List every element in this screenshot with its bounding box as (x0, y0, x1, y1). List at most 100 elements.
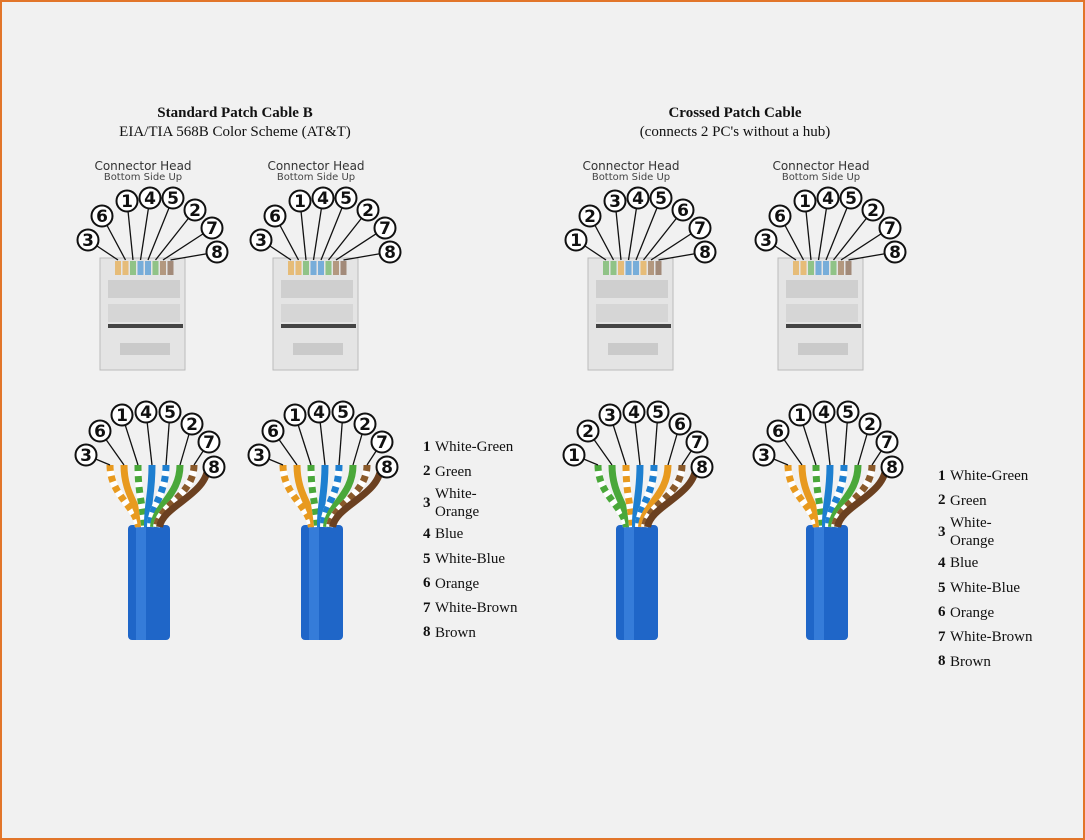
connector-pin (618, 261, 624, 275)
connector-pin (145, 261, 151, 275)
pin-label-circle (334, 186, 358, 210)
pin-label-circle (649, 186, 673, 210)
pin-number: 1 (121, 192, 133, 212)
connector-pin (823, 261, 829, 275)
connector-pin (793, 261, 799, 275)
pin-number: 1 (289, 406, 301, 426)
pin-number: 8 (211, 243, 223, 263)
pin-number: 6 (267, 422, 279, 442)
connector-caption-sub: Bottom Side Up (782, 172, 860, 183)
connector-pin (288, 261, 294, 275)
pin-number: 2 (864, 415, 876, 435)
pin-label-circle (263, 204, 287, 228)
pin-label-circle (261, 419, 285, 443)
cable-highlight (309, 525, 319, 640)
legend-number: 6 (423, 575, 431, 592)
pin-label-circle (202, 455, 226, 479)
pin-label-circle (668, 412, 692, 436)
legend-label: White-Brown (435, 599, 517, 617)
crossed-cable-heading: Crossed Patch Cable (connects 2 PC's wit… (570, 104, 900, 142)
connector-edge (108, 324, 183, 328)
connector-pin (830, 261, 837, 275)
pin-number: 1 (116, 406, 128, 426)
pin-number: 2 (189, 201, 201, 221)
pin-number: 1 (794, 406, 806, 426)
connector-latch (281, 304, 353, 322)
legend-number: 3 (423, 494, 431, 511)
legend-number: 4 (938, 554, 946, 571)
standard-cable-heading: Standard Patch Cable B EIA/TIA 568B Colo… (70, 104, 400, 142)
pin-number: 7 (884, 219, 896, 239)
wire (798, 464, 823, 528)
wire (120, 464, 145, 528)
pin-number: 6 (96, 207, 108, 227)
pin-label-circle (793, 189, 817, 213)
legend-label: White-Blue (950, 579, 1020, 597)
wire-stripe (106, 464, 142, 528)
pin-label-circle (878, 216, 902, 240)
pin-label-circle (88, 419, 112, 443)
legend-label-text: White- (435, 486, 477, 503)
pin-number: 4 (818, 403, 830, 423)
pin-label-circle (356, 198, 380, 222)
pin-number: 4 (822, 189, 834, 209)
pin-number: 2 (582, 422, 594, 442)
wire-stripe (784, 464, 820, 528)
pin-number: 3 (82, 231, 94, 251)
pin-label-circle (690, 455, 714, 479)
legend-number: 4 (423, 525, 431, 542)
connector-pin (160, 261, 166, 275)
legend-label-text: Orange (950, 604, 995, 621)
legend-number: 8 (423, 624, 431, 641)
connector-latch (596, 280, 668, 298)
legend-label-text: Orange (435, 504, 480, 521)
wire-stripe (279, 464, 315, 528)
pin-label-circle (311, 186, 335, 210)
pin-number: 8 (699, 243, 711, 263)
connector-pin (310, 261, 317, 275)
pin-label-circle (598, 403, 622, 427)
pin-label-circle (110, 403, 134, 427)
legend-label-text: White-Green (950, 468, 1029, 485)
connector-tab (608, 343, 658, 355)
legend-label: Green (435, 463, 472, 481)
pin-number: 3 (255, 231, 267, 251)
legend-number: 3 (938, 523, 946, 540)
connector-latch (596, 304, 668, 322)
pin-label-circle (378, 240, 402, 264)
pin-number: 4 (144, 189, 156, 209)
pin-label-circle (578, 204, 602, 228)
connector-latch (786, 280, 858, 298)
connector-pin (603, 261, 609, 275)
pin-label-circle (247, 443, 271, 467)
pin-label-circle (861, 198, 885, 222)
connector-caption-sub: Bottom Side Up (592, 172, 670, 183)
crossed-cable-title: Crossed Patch Cable (668, 105, 802, 121)
crossed-cable-subtitle: (connects 2 PC's without a hub) (639, 124, 831, 140)
pin-label-circle (331, 400, 355, 424)
pin-number: 5 (337, 403, 349, 423)
pin-number: 6 (677, 201, 689, 221)
pin-label-circle (576, 419, 600, 443)
pin-number: 1 (568, 446, 580, 466)
cable-jacket (301, 525, 343, 640)
standard-cable-subtitle: EIA/TIA 568B Color Scheme (AT&T) (119, 124, 351, 140)
pin-number: 2 (584, 207, 596, 227)
legend-label: Brown (950, 653, 991, 671)
connector-caption: Connector Head (267, 159, 364, 173)
legend-label: Blue (950, 554, 978, 572)
connector-pin (800, 261, 807, 275)
pin-label-circle (90, 204, 114, 228)
legend-label: White-Green (435, 438, 513, 456)
pin-number: 2 (867, 201, 879, 221)
legend-number: 1 (938, 467, 946, 484)
legend-label: Blue (435, 525, 463, 543)
